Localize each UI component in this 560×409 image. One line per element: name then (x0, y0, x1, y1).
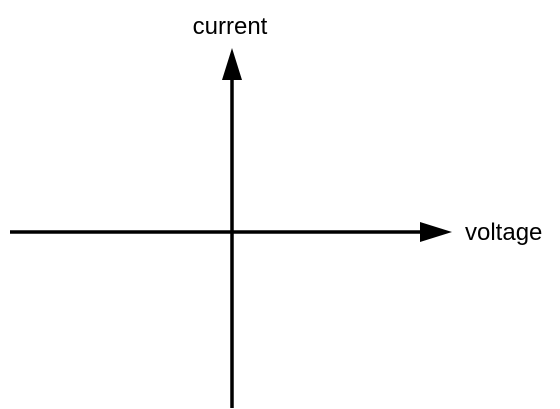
x-axis-label: voltage (465, 219, 542, 246)
y-axis-arrowhead (222, 48, 242, 80)
x-axis-arrowhead (420, 222, 452, 242)
y-axis-label: current (193, 13, 268, 40)
